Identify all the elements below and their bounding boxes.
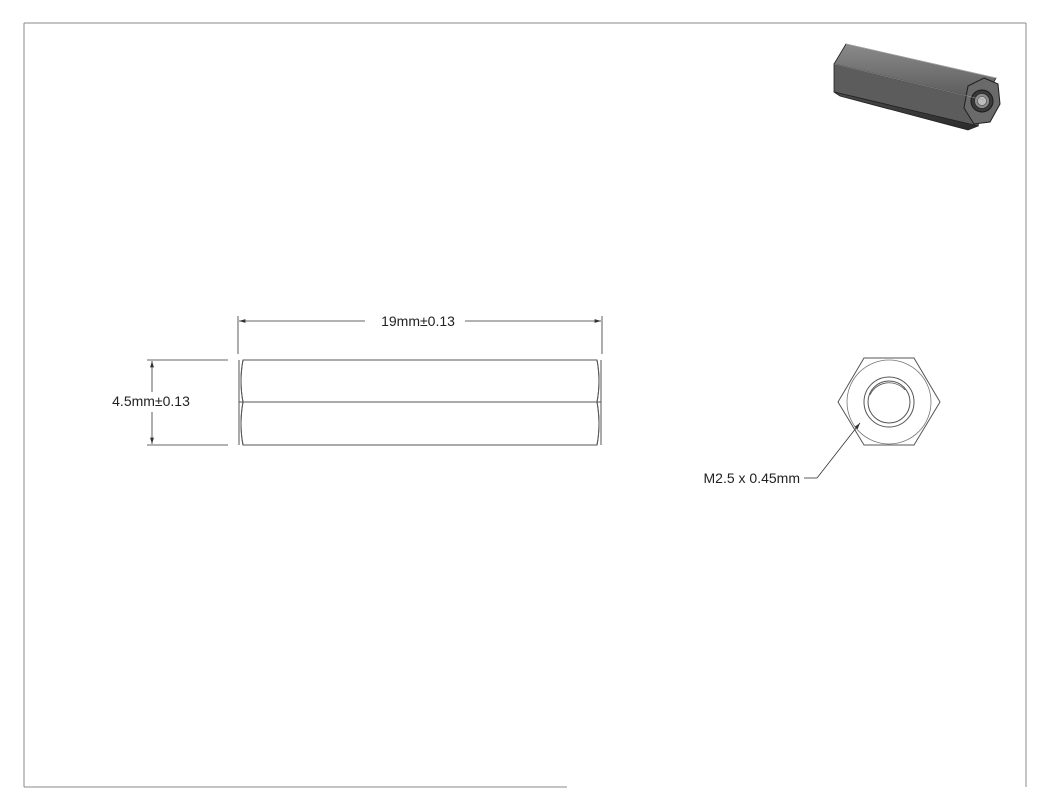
thread-callout: M2.5 x 0.45mm — [704, 422, 861, 486]
length-dimension: 19mm±0.13 — [237, 313, 603, 354]
side-view — [238, 359, 602, 446]
length-dimension-label: 19mm±0.13 — [381, 313, 455, 329]
end-view — [837, 357, 941, 446]
width-dimension-label: 4.5mm±0.13 — [112, 393, 190, 409]
sheet-border — [23, 22, 1027, 788]
hex-standoff-3d-icon — [833, 43, 1001, 131]
thread-callout-label: M2.5 x 0.45mm — [704, 470, 800, 486]
width-dimension: 4.5mm±0.13 — [112, 359, 228, 446]
